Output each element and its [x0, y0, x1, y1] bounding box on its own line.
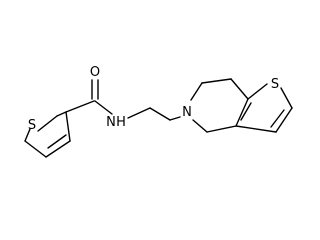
bond-c2-c5-double: [56, 111, 67, 117]
right-thiophene-ring: [235, 83, 293, 133]
bond-c7-c7a: [230, 78, 249, 100]
amide-group: [65, 79, 151, 119]
bond-c5-s1: [24, 128, 31, 142]
bond-ch2-ch2: [149, 107, 171, 121]
bond-c3-c4-inner: [47, 134, 67, 149]
bond-c3a-c4: [206, 125, 237, 133]
molecule-structure: O N H N S S: [24, 65, 293, 158]
bond-c3-c4: [45, 140, 71, 158]
amide-hydrogen-label: H: [116, 115, 126, 130]
bond-c2-c3: [275, 107, 293, 133]
amide-nitrogen-label: N: [106, 115, 116, 130]
left-sulfur-label: S: [28, 118, 36, 133]
bond-c3a-c7a-inner: [240, 102, 252, 121]
bond-c4-n: [192, 119, 208, 133]
ring-nitrogen-label: N: [182, 105, 192, 120]
right-sulfur-label: S: [271, 77, 279, 92]
bond-n-ch2: [127, 107, 151, 119]
bond-c2-c3-inner: [270, 109, 285, 128]
bond-carbonyl-n: [94, 100, 113, 115]
bond-c3-c3a: [235, 125, 277, 133]
molecule-canvas: O N H N S S: [24, 65, 293, 158]
tetrahydropyridine-ring: [190, 78, 249, 133]
bond-n-c6: [190, 82, 203, 101]
bond-ch2-ring-n: [169, 116, 181, 121]
bond-s-c2: [280, 87, 293, 109]
bond-ring-carbonyl: [65, 100, 95, 113]
bond-c6-c7: [201, 78, 232, 84]
bond-c7a-s: [247, 83, 268, 100]
left-thiophene-ring: [24, 111, 71, 158]
bond-s1-c2: [37, 115, 58, 132]
ethyl-chain: [149, 107, 181, 121]
bond-c7a-c3a: [235, 98, 249, 127]
bond-c4-c5: [24, 140, 47, 158]
bond-c2-c3: [65, 111, 71, 142]
oxygen-label: O: [90, 65, 100, 80]
